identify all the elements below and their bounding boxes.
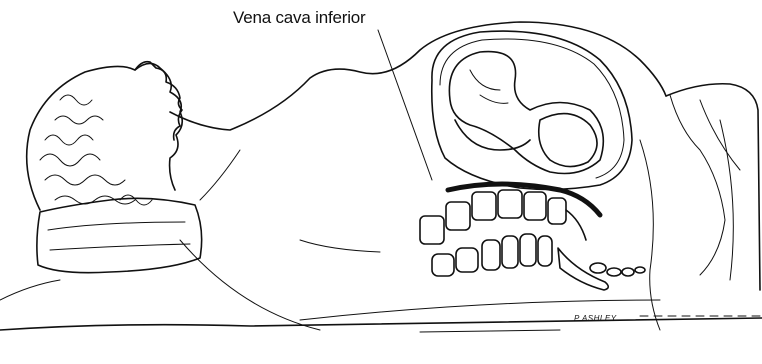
pillow bbox=[37, 198, 202, 272]
artist-signature: P ASHLEY bbox=[574, 314, 617, 323]
uterus bbox=[432, 31, 632, 189]
label-leader-line bbox=[378, 30, 432, 180]
vena-cava-inferior-label: Vena cava inferior bbox=[233, 8, 365, 28]
torso bbox=[170, 22, 666, 330]
spine-upper-row bbox=[420, 190, 586, 244]
legs-under-sheet bbox=[640, 84, 760, 330]
spine-lower-row bbox=[432, 234, 645, 290]
head bbox=[27, 62, 183, 210]
bed bbox=[0, 280, 762, 332]
